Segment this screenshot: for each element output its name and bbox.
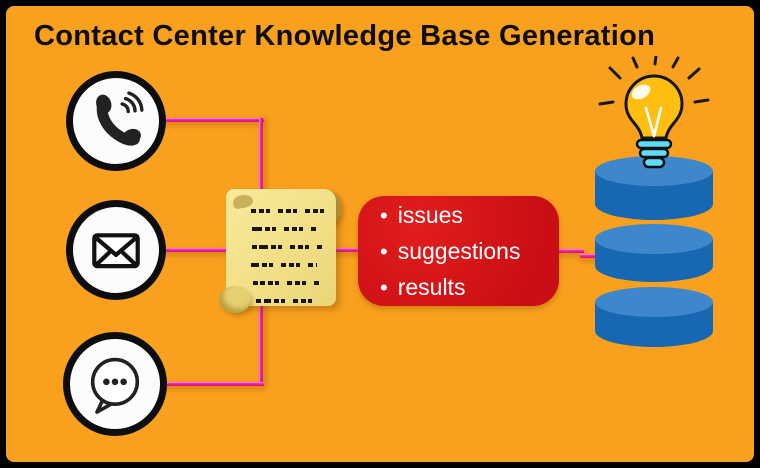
page-title: Contact Center Knowledge Base Generation (34, 20, 656, 52)
scroll-curl-bottom-left (219, 286, 251, 313)
connector-phone-horizontal (162, 118, 264, 122)
knowledge-items-box: • issues • suggestions • results (358, 196, 559, 306)
list-item-label: issues (397, 201, 463, 228)
channel-phone (66, 71, 166, 171)
scroll-text-lines (251, 209, 324, 317)
channel-email (66, 200, 166, 300)
chat-bubble-icon (79, 348, 151, 420)
connector-phone-vertical (259, 118, 263, 196)
phone-icon (82, 87, 150, 155)
channel-chat (63, 332, 167, 436)
list-item-label: suggestions (397, 237, 521, 264)
lightbulb-icon (589, 54, 719, 174)
list-item: • suggestions (380, 236, 559, 267)
connector-box-to-database-1 (556, 249, 584, 253)
scroll-document-icon (219, 189, 341, 313)
list-item-label: results (397, 273, 466, 300)
connector-chat-vertical (259, 300, 263, 386)
connector-box-to-database-2 (580, 254, 600, 258)
list-item: • issues (380, 200, 559, 231)
bullet-dot: • (380, 274, 388, 300)
bullet-dot: • (380, 202, 388, 228)
database-icon (595, 156, 713, 348)
list-item: • results (380, 272, 559, 303)
connector-chat-horizontal (162, 382, 264, 386)
bullet-dot: • (380, 238, 388, 264)
envelope-icon (81, 215, 151, 285)
